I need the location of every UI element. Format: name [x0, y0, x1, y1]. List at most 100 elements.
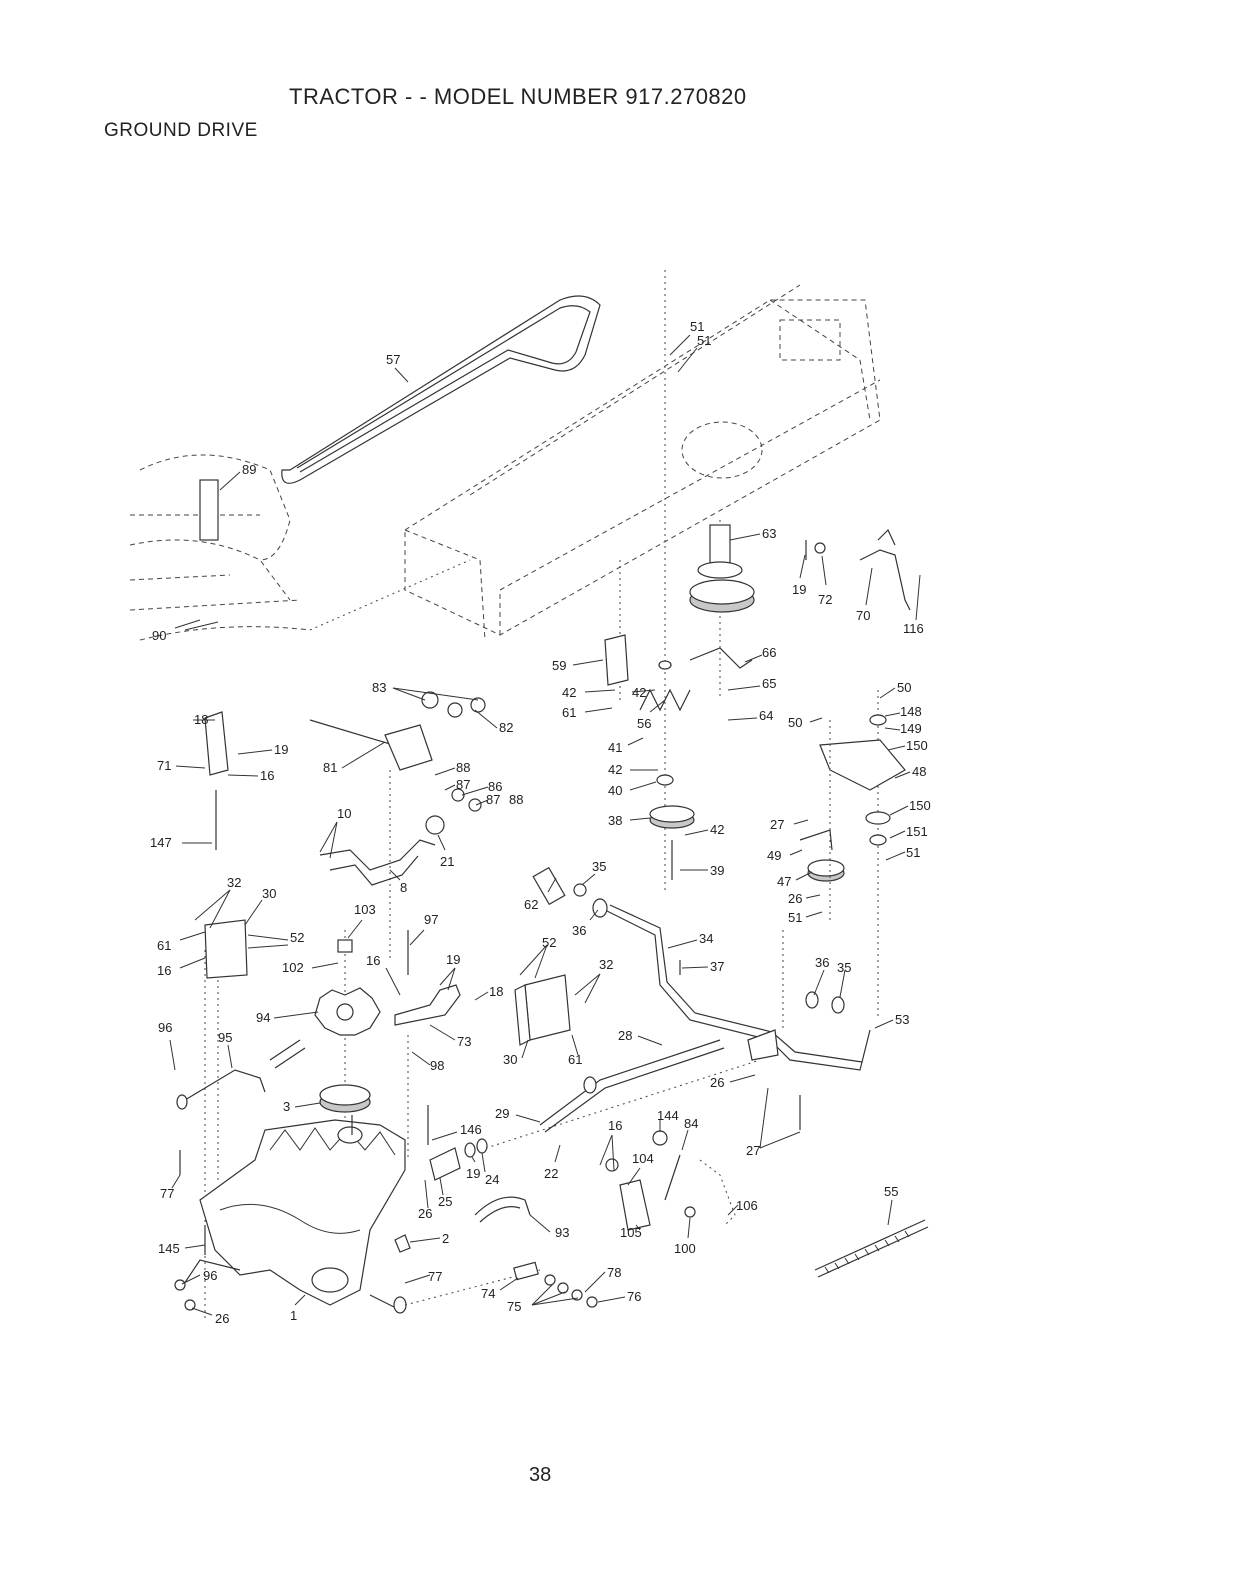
rod-95	[176, 1039, 306, 1110]
callout-51: 51	[788, 910, 802, 925]
callout-57: 57	[386, 352, 400, 367]
callout-36: 36	[815, 955, 829, 970]
part-callouts: 57 51 51 89 90 63 19 72 70 116 59 42 42 …	[150, 319, 931, 1326]
callout-53: 53	[895, 1012, 909, 1027]
callout-75: 75	[507, 1299, 521, 1314]
bracket-59	[604, 560, 629, 700]
callout-52: 52	[542, 935, 556, 950]
callout-42: 42	[562, 685, 576, 700]
spring-bracket-70	[805, 528, 911, 611]
callout-77: 77	[160, 1186, 174, 1201]
callout-61: 61	[562, 705, 576, 720]
callout-26: 26	[418, 1206, 432, 1221]
callout-86: 86	[488, 779, 502, 794]
callout-61: 61	[568, 1052, 582, 1067]
callout-1: 1	[290, 1308, 297, 1323]
callout-82: 82	[499, 720, 513, 735]
callout-70: 70	[856, 608, 870, 623]
callout-148: 148	[900, 704, 922, 719]
callout-149: 149	[900, 721, 922, 736]
callout-77: 77	[428, 1269, 442, 1284]
center-pulley-stack	[639, 270, 755, 890]
callout-56: 56	[637, 716, 651, 731]
callout-93: 93	[555, 1225, 569, 1240]
callout-55: 55	[884, 1184, 898, 1199]
callout-34: 34	[699, 931, 713, 946]
callout-48: 48	[912, 764, 926, 779]
callout-22: 22	[544, 1166, 558, 1181]
callout-42: 42	[608, 762, 622, 777]
callout-78: 78	[607, 1265, 621, 1280]
left-linkage	[204, 691, 486, 960]
callout-25: 25	[438, 1194, 452, 1209]
callout-52: 52	[290, 930, 304, 945]
control-rods	[479, 866, 871, 1151]
callout-95: 95	[218, 1030, 232, 1045]
callout-38: 38	[608, 813, 622, 828]
callout-74: 74	[481, 1286, 495, 1301]
callout-32: 32	[599, 957, 613, 972]
callout-19: 19	[466, 1166, 480, 1181]
callout-28: 28	[618, 1028, 632, 1043]
callout-42: 42	[632, 685, 646, 700]
callout-18: 18	[194, 712, 208, 727]
callout-50: 50	[788, 715, 802, 730]
callout-51: 51	[906, 845, 920, 860]
transaxle-housing	[174, 1105, 541, 1314]
callout-96: 96	[158, 1020, 172, 1035]
callout-83: 83	[372, 680, 386, 695]
callout-3: 3	[283, 1099, 290, 1114]
hose-and-fittings	[474, 1196, 598, 1308]
page-number: 38	[529, 1464, 552, 1486]
lever-assembly	[605, 1130, 736, 1231]
callout-41: 41	[608, 740, 622, 755]
callout-16: 16	[260, 768, 274, 783]
callout-116: 116	[903, 621, 924, 636]
left-fender-outline	[129, 454, 471, 641]
drive-belt	[281, 295, 601, 484]
callout-145: 145	[158, 1241, 180, 1256]
callout-47: 47	[777, 874, 791, 889]
callout-16: 16	[608, 1118, 622, 1133]
idler-bracket-assembly	[799, 690, 906, 1020]
callout-10: 10	[337, 806, 351, 821]
callout-51: 51	[690, 319, 704, 334]
callout-50: 50	[897, 680, 911, 695]
callout-81: 81	[323, 760, 337, 775]
callout-88: 88	[456, 760, 470, 775]
callout-147: 147	[150, 835, 172, 850]
callout-26: 26	[788, 891, 802, 906]
callout-24: 24	[485, 1172, 499, 1187]
callout-19: 19	[274, 742, 288, 757]
callout-27: 27	[770, 817, 784, 832]
callout-26: 26	[710, 1075, 724, 1090]
callout-146: 146	[460, 1122, 482, 1137]
callout-106: 106	[736, 1198, 758, 1213]
bracket-30-left	[204, 919, 248, 1320]
frame-rail	[404, 284, 881, 641]
callout-105: 105	[620, 1225, 642, 1240]
callout-66: 66	[762, 645, 776, 660]
callout-62: 62	[524, 897, 538, 912]
callout-27: 27	[746, 1143, 760, 1158]
leader-lines	[169, 334, 921, 1316]
callout-40: 40	[608, 783, 622, 798]
callout-72: 72	[818, 592, 832, 607]
fan-and-pulley	[314, 930, 381, 1160]
callout-102: 102	[282, 960, 304, 975]
callout-89: 89	[242, 462, 256, 477]
callout-150: 150	[909, 798, 931, 813]
callout-16: 16	[157, 963, 171, 978]
callout-65: 65	[762, 676, 776, 691]
callout-64: 64	[759, 708, 773, 723]
callout-39: 39	[710, 863, 724, 878]
callout-29: 29	[495, 1106, 509, 1121]
callout-73: 73	[457, 1034, 471, 1049]
spring-55	[814, 1219, 929, 1278]
callout-42: 42	[710, 822, 724, 837]
callout-87: 87	[456, 777, 470, 792]
callout-32: 32	[227, 875, 241, 890]
callout-19: 19	[792, 582, 806, 597]
callout-35: 35	[592, 859, 606, 874]
